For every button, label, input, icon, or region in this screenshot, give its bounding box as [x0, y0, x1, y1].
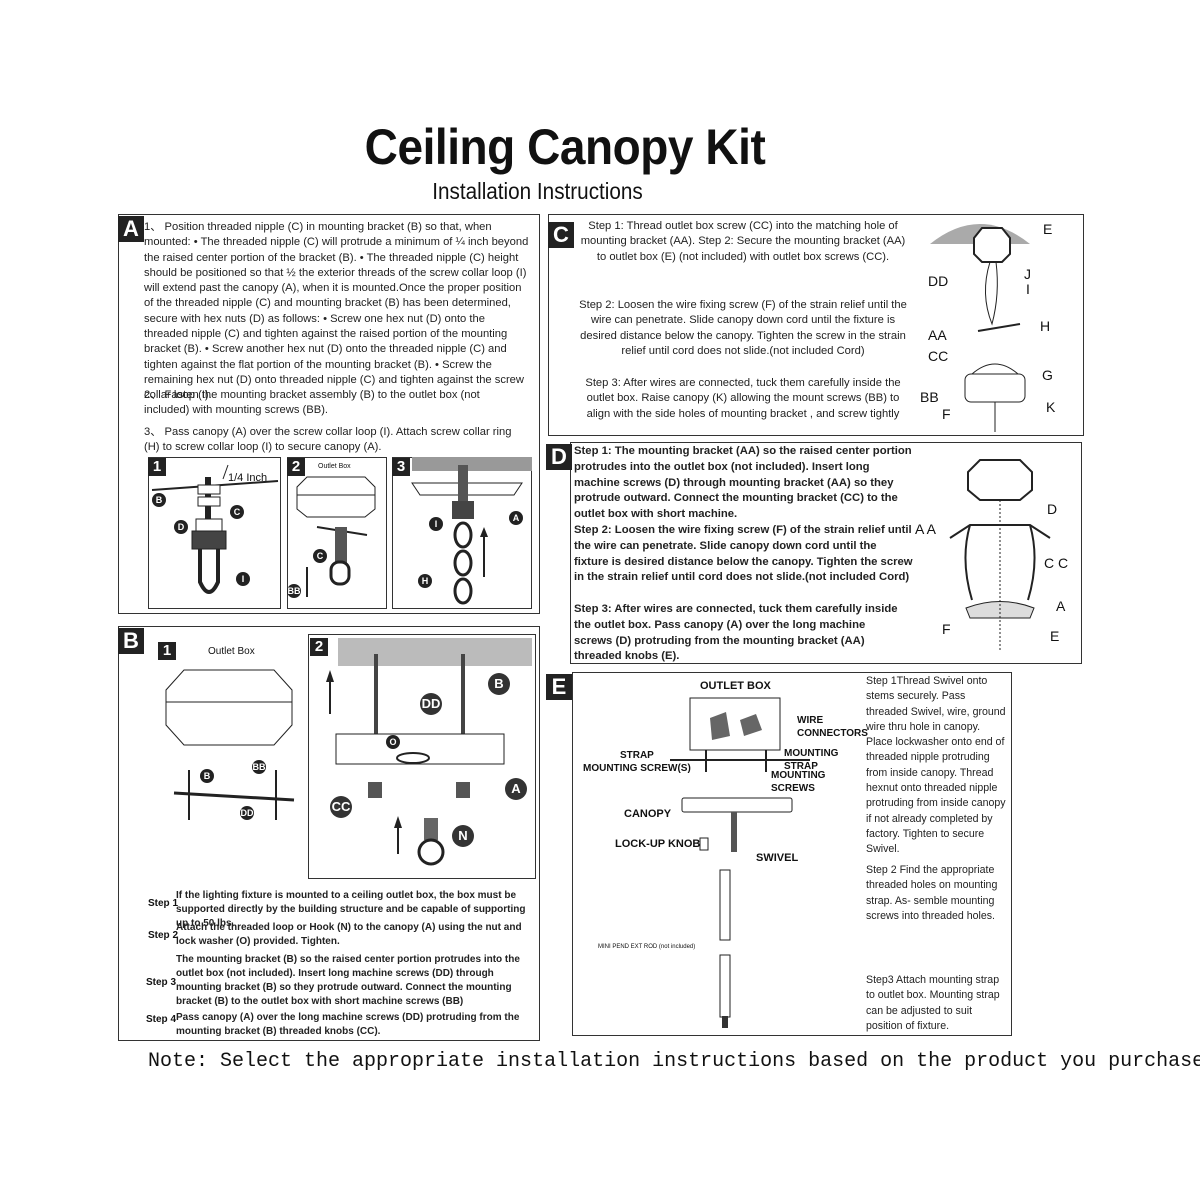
section-b-label: B [118, 628, 144, 654]
section-b-figure-2-number: 2 [310, 638, 328, 656]
e-lockup-knob-label: LOCK-UP KNOB [615, 838, 701, 850]
outlet-box-b-diagram [165, 669, 295, 820]
c-label-j: J [1024, 266, 1031, 282]
badge-d: D [174, 520, 188, 534]
badge-b: B [152, 493, 166, 507]
e-outlet-box-label: OUTLET BOX [700, 680, 771, 692]
c-label-bb: BB [920, 389, 939, 405]
section-a-figure-2-number: 2 [287, 458, 305, 476]
footer-note: Note: Select the appropriate installatio… [148, 1050, 1200, 1073]
section-b-step2-text: Attach the threaded loop or Hook (N) to … [176, 922, 522, 947]
section-b-step4-text: Pass canopy (A) over the long machine sc… [176, 1012, 520, 1037]
badge-bb: BB [287, 584, 301, 598]
badge-cc: CC [330, 796, 352, 818]
section-b-figure-2 [308, 634, 536, 879]
section-a [118, 214, 540, 614]
badge-i-2: I [429, 517, 443, 531]
section-a-figure-1-number: 1 [148, 458, 166, 476]
e-mounting-strap-label: MOUNTING STRAP [784, 748, 839, 772]
section-a-label: A [118, 216, 144, 242]
section-a-step2: 2、 Fasten the mounting bracket assembly … [144, 389, 480, 417]
section-b-figure-1-number: 1 [158, 642, 176, 660]
section-c-label: C [548, 222, 574, 248]
page-title: Ceiling Canopy Kit [364, 119, 766, 175]
section-b-step3-key: Step 3 [146, 977, 177, 988]
threaded-nipple-diagram [151, 464, 279, 594]
section-e-step1: Step 1Thread Swivel onto stems securely.… [866, 675, 1006, 856]
section-e [572, 672, 1012, 1036]
badge-a-2: A [505, 778, 527, 800]
section-a-figure-3-number: 3 [392, 458, 410, 476]
d-label-f: F [942, 621, 951, 637]
d-label-a: A [1056, 598, 1066, 614]
section-a-step3: 3、 Pass canopy (A) over the screw collar… [144, 426, 512, 454]
badge-c: C [230, 505, 244, 519]
canopy-b-diagram [326, 638, 532, 866]
c-label-g: G [1042, 367, 1053, 383]
outlet-box-label: Outlet Box [318, 463, 351, 470]
badge-bb-2: BB [252, 760, 266, 774]
c-label-h: H [1040, 318, 1051, 334]
c-label-f: F [942, 406, 951, 422]
e-rod-label: MINI PEND EXT ROD (not included) [598, 944, 696, 950]
section-a-figure-2 [287, 457, 387, 609]
section-e-step2: Step 2 Find the appropriate threaded hol… [866, 864, 998, 922]
c-label-i: I [1026, 281, 1030, 297]
c-label-dd: DD [928, 273, 949, 289]
section-b-step4-key: Step 4 [146, 1014, 177, 1025]
badge-c-2: C [313, 549, 327, 563]
c-label-k: K [1046, 399, 1056, 415]
d-label-e: E [1050, 628, 1060, 644]
d-label-d: D [1047, 501, 1058, 517]
badge-dd-2: DD [420, 693, 442, 715]
section-e-label: E [546, 674, 572, 700]
d-label-cc: C C [1044, 555, 1069, 571]
badge-o: O [386, 735, 400, 749]
section-b-step2-key: Step 2 [148, 930, 179, 941]
badge-b-3: B [488, 673, 510, 695]
section-c-step3: Step 3: After wires are connected, tuck … [585, 377, 901, 420]
e-canopy-label: CANOPY [624, 808, 672, 820]
e-strap-screws-label: STRAP MOUNTING SCREW(S) [583, 750, 691, 774]
section-b-step3-text: The mounting bracket (B) so the raised c… [176, 954, 520, 1007]
c-label-e: E [1043, 221, 1053, 237]
badge-dd: DD [240, 806, 254, 820]
section-d-step1: Step 1: The mounting bracket (AA) so the… [574, 445, 912, 521]
badge-b-2: B [200, 769, 214, 783]
section-d-label: D [546, 444, 572, 470]
section-c-step1: Step 1: Thread outlet box screw (CC) int… [580, 220, 906, 263]
outlet-box-label-b: Outlet Box [208, 646, 255, 657]
section-d-diagram [949, 459, 1051, 650]
badge-i: I [236, 572, 250, 586]
section-c-diagram [930, 224, 1030, 432]
canopy-pass-diagram [411, 457, 532, 605]
section-e-diagram [670, 697, 810, 1028]
e-wire-connectors-label: WIRE CONNECTORS [797, 715, 868, 739]
outlet-box-diagram [296, 476, 376, 597]
section-d-step3: Step 3: After wires are connected, tuck … [574, 603, 898, 663]
section-e-step3: Step3 Attach mounting strap to outlet bo… [866, 974, 1000, 1032]
badge-n: N [452, 825, 474, 847]
quarter-inch-label: 1/4 Inch [228, 472, 268, 484]
section-a-step1: 1、 Position threaded nipple (C) in mount… [144, 221, 529, 402]
section-b-step1-key: Step 1 [148, 898, 179, 909]
d-label-aa: A A [915, 521, 937, 537]
e-swivel-label: SWIVEL [756, 852, 799, 864]
e-mounting-screws-label: MOUNTING SCREWS [771, 770, 826, 794]
c-label-aa: AA [928, 327, 947, 343]
page-subtitle: Installation Instructions [432, 178, 643, 204]
section-c-step2: Step 2: Loosen the wire fixing screw (F)… [579, 299, 907, 357]
badge-h: H [418, 574, 432, 588]
c-label-cc: CC [928, 348, 949, 364]
section-a-figure-1 [148, 457, 281, 609]
section-d-step2: Step 2: Loosen the wire fixing screw (F)… [574, 524, 913, 584]
badge-a: A [509, 511, 523, 525]
section-b-step1-text: If the lighting fixture is mounted to a … [176, 890, 526, 929]
